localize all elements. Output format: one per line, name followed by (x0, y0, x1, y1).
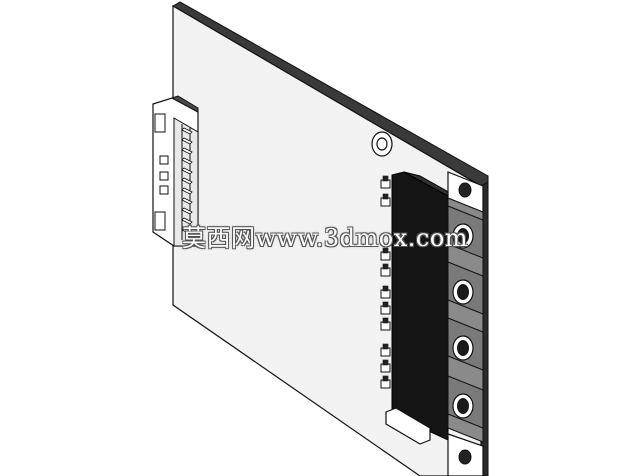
led-lens-icon (447, 205, 484, 259)
mounting-hole-icon (458, 182, 472, 198)
connector-pin-icon (181, 157, 193, 165)
bottom-bracket (447, 433, 484, 476)
component-lead (380, 301, 391, 315)
connector-pin-icon (181, 197, 193, 205)
connector-pin-icon (181, 207, 193, 215)
mounting-hole-icon (458, 449, 472, 465)
connector-pin-icon (181, 137, 193, 145)
component-lead (380, 375, 391, 389)
connector-pin-icon (181, 127, 193, 135)
led-lens-icon (447, 317, 484, 371)
component-lead (380, 175, 391, 189)
component-lead (380, 193, 391, 207)
component-lead (380, 359, 391, 373)
led-array-module (380, 171, 454, 441)
edge-connector (152, 95, 199, 247)
connector-pin-icon (181, 177, 193, 185)
component-lead (380, 247, 391, 261)
led-lens-icon (447, 261, 484, 315)
led-housing-column (447, 195, 484, 443)
component-lead (380, 343, 391, 357)
connector-pin-icon (181, 167, 193, 175)
led-lens-icon (447, 375, 484, 429)
top-bracket (447, 171, 484, 213)
component-lead (380, 285, 391, 299)
connector-pin-icon (181, 217, 193, 225)
connector-pin-icon (181, 187, 193, 195)
connector-pin-icon (181, 147, 193, 155)
component-lead (380, 317, 391, 331)
component-foot (385, 407, 431, 445)
component-lead (380, 263, 391, 277)
connector-pin-icon (181, 227, 193, 235)
mounting-hole-icon (371, 131, 393, 157)
